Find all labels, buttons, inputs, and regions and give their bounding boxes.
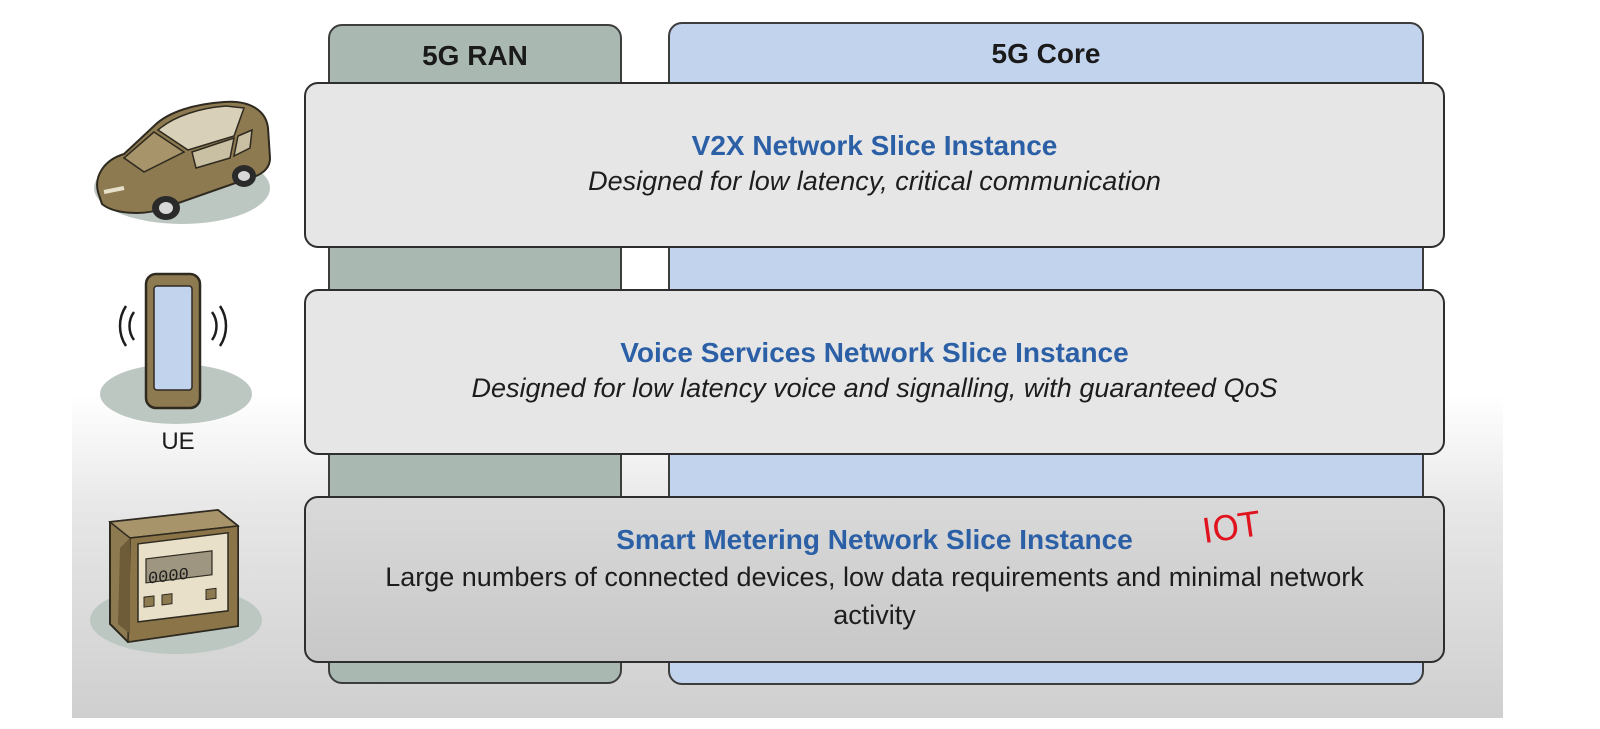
voice-slice-title: Voice Services Network Slice Instance [620, 337, 1129, 368]
ue-label: UE [161, 428, 195, 455]
ran-column-title: 5G RAN [422, 40, 528, 71]
car-icon [94, 100, 272, 224]
voice-slice-box: Voice Services Network Slice Instance De… [304, 289, 1445, 455]
v2x-slice-description: Designed for low latency, critical commu… [588, 166, 1161, 196]
smart-metering-slice-description: Large numbers of connected devices, low … [385, 562, 1364, 630]
v2x-slice-box: V2X Network Slice Instance Designed for … [304, 82, 1445, 248]
v2x-slice-title: V2X Network Slice Instance [691, 130, 1058, 161]
mobile-phone-icon [100, 272, 252, 424]
voice-slice-description: Designed for low latency voice and signa… [471, 373, 1278, 403]
smart-meter-icon: 0000 [90, 508, 262, 654]
svg-text:0000: 0000 [148, 566, 189, 590]
handwritten-iot-text: IOT [1200, 504, 1263, 550]
smart-metering-slice-box: Smart Metering Network Slice Instance La… [304, 496, 1445, 663]
core-column-title: 5G Core [991, 38, 1101, 69]
handwritten-iot-annotation: IOT [1200, 504, 1263, 550]
smart-metering-slice-title: Smart Metering Network Slice Instance [616, 524, 1133, 555]
